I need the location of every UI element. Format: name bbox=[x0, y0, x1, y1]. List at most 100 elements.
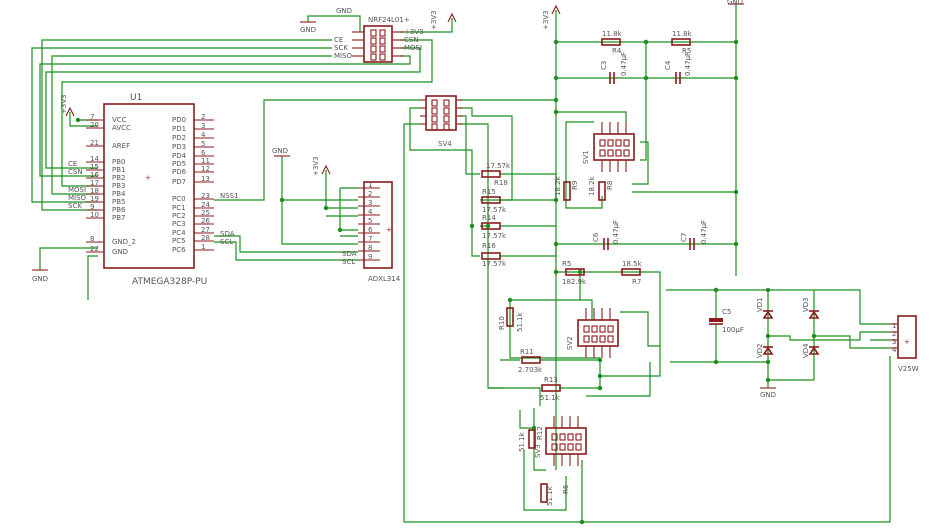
svg-text:+3V3: +3V3 bbox=[404, 28, 424, 36]
u1-pin-name: PB0 bbox=[112, 158, 125, 166]
resistor-r9: 18.2k R9 bbox=[554, 175, 579, 201]
u1-pin-name: PC3 bbox=[172, 220, 186, 228]
svg-text:0.47µF: 0.47µF bbox=[620, 52, 628, 76]
svg-text:+3V3: +3V3 bbox=[60, 94, 68, 114]
svg-text:SDA: SDA bbox=[342, 250, 357, 258]
svg-text:GND: GND bbox=[272, 147, 288, 155]
svg-text:R4: R4 bbox=[612, 47, 622, 55]
u1-pin-name: PC5 bbox=[172, 237, 186, 245]
svg-text:C6: C6 bbox=[592, 232, 600, 242]
svg-text:2: 2 bbox=[892, 330, 896, 338]
u1-pin-number: 8 bbox=[90, 235, 94, 243]
svg-text:17.57k: 17.57k bbox=[482, 232, 507, 240]
svg-text:VD1: VD1 bbox=[756, 297, 764, 312]
svg-text:R16: R16 bbox=[482, 242, 496, 250]
svg-text:11.8k: 11.8k bbox=[602, 30, 623, 38]
u1-pin-name: PC4 bbox=[172, 229, 186, 237]
vcc-symbol-main: +3V3 bbox=[542, 4, 561, 30]
resistor-r11: R11 2.703k bbox=[518, 348, 543, 374]
u1-pin-name: AVCC bbox=[112, 124, 131, 132]
svg-text:0.47µF: 0.47µF bbox=[684, 52, 692, 76]
resistor-r13: R13 51.1k bbox=[540, 376, 561, 402]
svg-text:GND: GND bbox=[727, 0, 743, 6]
svg-text:18.2k: 18.2k bbox=[554, 175, 562, 196]
diode-vd4: VD4 bbox=[802, 343, 820, 358]
sv4-header: SV4 bbox=[420, 95, 462, 148]
gnd-symbol-topright: GND bbox=[727, 0, 744, 6]
u1-pin-name: PD0 bbox=[172, 116, 186, 124]
u1-pin-number: 18 bbox=[90, 187, 99, 195]
adxl-pin-number: 4 bbox=[368, 208, 373, 216]
vcc-symbol-adxl: +3V3 bbox=[312, 156, 331, 176]
svg-text:R6: R6 bbox=[562, 484, 570, 494]
svg-text:0.47µF: 0.47µF bbox=[612, 220, 620, 244]
vcc-symbol-nrf: +3V3 bbox=[430, 10, 457, 30]
svg-text:SV3: SV3 bbox=[534, 444, 542, 458]
capacitor-c3: C3 0.47µF bbox=[600, 52, 628, 84]
vcc-symbol-u1: +3V3 bbox=[60, 94, 75, 117]
svg-text:SCL: SCL bbox=[220, 238, 233, 246]
u1-pin-name: PD3 bbox=[172, 143, 186, 151]
u1-pin-name: PC0 bbox=[172, 195, 186, 203]
nrf24l01-module: NRF24L01+ CE SCK MISO +3V3 CSN MOSI bbox=[334, 16, 424, 63]
resistor-r15: R15 17.57k bbox=[481, 188, 507, 214]
svg-text:R12: R12 bbox=[536, 426, 544, 440]
resistor-r14: R14 17.57k bbox=[481, 214, 507, 240]
svg-text:R5: R5 bbox=[682, 47, 691, 55]
svg-text:17.57k: 17.57k bbox=[486, 162, 511, 170]
svg-text:VD2: VD2 bbox=[756, 343, 764, 358]
wires bbox=[31, 4, 891, 523]
svg-text:MISO: MISO bbox=[334, 52, 353, 60]
u1-pin-name: PD6 bbox=[172, 168, 187, 176]
svg-text:CE: CE bbox=[68, 160, 77, 168]
svg-text:GND: GND bbox=[300, 26, 316, 34]
adxl-pin-number: 6 bbox=[368, 226, 373, 234]
u1-pin-number: 6 bbox=[201, 149, 206, 157]
resistor-r7: 18.5k R7 bbox=[621, 260, 643, 286]
u1-pin-number: 3 bbox=[201, 122, 205, 130]
u1-pin-number: 5 bbox=[201, 140, 205, 148]
u1-pin-name: PC1 bbox=[172, 204, 186, 212]
svg-text:C3: C3 bbox=[600, 61, 608, 70]
u1-pin-name: PD1 bbox=[172, 125, 186, 133]
u1-pin-name: PC2 bbox=[172, 212, 186, 220]
svg-text:SDA: SDA bbox=[220, 230, 235, 238]
adxl-pin-number: 3 bbox=[368, 199, 372, 207]
diode-vd2: VD2 bbox=[756, 343, 774, 358]
u1-pin-number: 11 bbox=[201, 157, 210, 165]
u1-pin-name: PB6 bbox=[112, 206, 126, 214]
u1-net-labels: CE CSN MOSI MISO SCK NSS1 SDA SCL bbox=[68, 160, 239, 246]
svg-text:ADXL314: ADXL314 bbox=[368, 275, 401, 283]
u1-pin-name: PD7 bbox=[172, 178, 186, 186]
svg-text:SCK: SCK bbox=[68, 202, 82, 210]
u1-pin-name: PD4 bbox=[172, 152, 187, 160]
resistor-r18: 17.57k R18 bbox=[481, 162, 511, 187]
resistor-r12: 51.1k R12 bbox=[518, 426, 544, 452]
u1-pin-name: PB7 bbox=[112, 214, 125, 222]
svg-text:R5: R5 bbox=[562, 260, 571, 268]
svg-text:CSN: CSN bbox=[68, 168, 83, 176]
svg-text:+3V3: +3V3 bbox=[312, 156, 320, 176]
svg-text:100µF: 100µF bbox=[722, 326, 744, 334]
svg-text:GND: GND bbox=[336, 7, 352, 15]
u1-pin-name: PC6 bbox=[172, 246, 186, 254]
svg-text:0.47µF: 0.47µF bbox=[700, 220, 708, 244]
svg-text:51.1k: 51.1k bbox=[518, 431, 526, 452]
gnd-symbol-left: GND bbox=[32, 269, 48, 283]
svg-text:17.57k: 17.57k bbox=[482, 206, 507, 214]
u1-pin-number: 26 bbox=[201, 217, 210, 225]
u1-pin-number: 20 bbox=[90, 121, 99, 129]
svg-text:182.9k: 182.9k bbox=[562, 278, 587, 286]
svg-text:18.5k: 18.5k bbox=[622, 260, 643, 268]
resistor-r5: 11.8k R5 bbox=[671, 30, 693, 55]
resistor-r16: R16 17.57k bbox=[481, 242, 507, 268]
gnd-label-nrf: GND bbox=[336, 7, 352, 15]
svg-text:18.2k: 18.2k bbox=[588, 175, 596, 196]
resistor-r5b: R5 182.9k bbox=[562, 260, 587, 286]
svg-text:VD4: VD4 bbox=[802, 343, 810, 358]
u1-pin-number: 22 bbox=[90, 245, 99, 253]
svg-text:R9: R9 bbox=[571, 181, 579, 190]
svg-text:1: 1 bbox=[892, 322, 896, 330]
adxl-pin-number: 8 bbox=[368, 244, 372, 252]
